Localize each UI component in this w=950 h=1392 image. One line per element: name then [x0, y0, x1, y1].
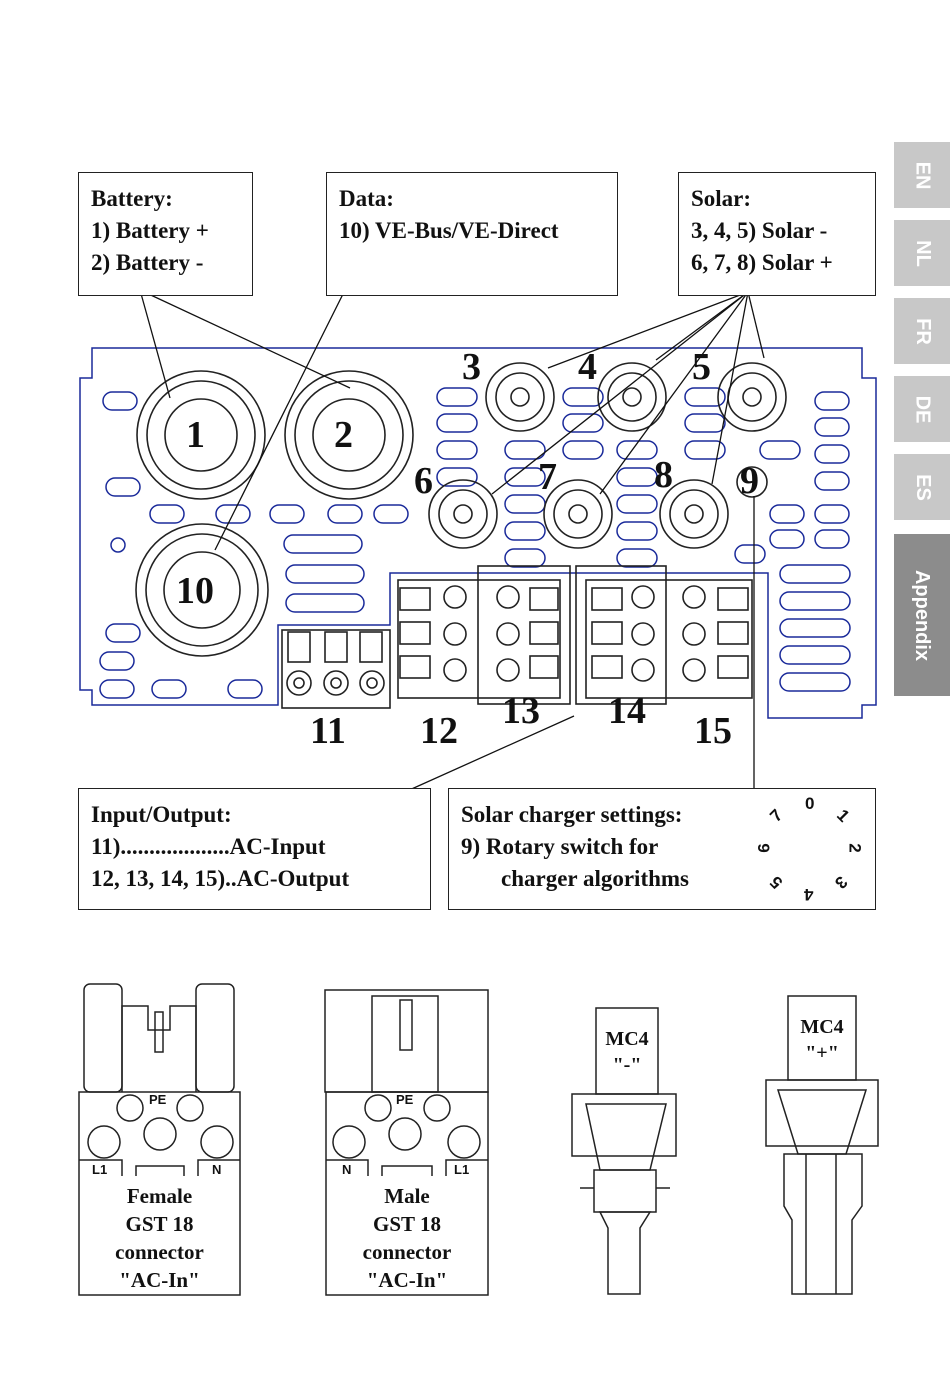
terminal-number-15: 15 — [694, 710, 732, 752]
charger-line-1: 9) Rotary switch for — [461, 834, 659, 859]
male-n-label: N — [342, 1162, 352, 1177]
terminal-number-5: 5 — [692, 346, 711, 388]
terminal-number-9: 9 — [740, 460, 759, 502]
data-label-box: Data: 10) VE-Bus/VE-Direct — [326, 172, 618, 296]
tab-fr[interactable]: FR — [894, 298, 950, 364]
battery-line-2: 2) Battery - — [91, 250, 204, 275]
battery-line-1: 1) Battery + — [91, 218, 209, 243]
battery-title: Battery: — [91, 186, 173, 211]
io-line-1: 11)...................AC-Input — [91, 834, 326, 859]
tab-de[interactable]: DE — [894, 376, 950, 442]
io-line-2: 12, 13, 14, 15)..AC-Output — [91, 866, 350, 891]
terminal-number-8: 8 — [654, 454, 673, 496]
dial-label-6: 6 — [754, 843, 774, 853]
io-title: Input/Output: — [91, 802, 232, 827]
solar-line-1: 3, 4, 5) Solar - — [691, 218, 828, 243]
terminal-number-3: 3 — [462, 346, 481, 388]
dial-label-2: 2 — [845, 843, 865, 853]
solar-label-box: Solar: 3, 4, 5) Solar - 6, 7, 8) Solar + — [678, 172, 876, 296]
terminal-number-2: 2 — [334, 414, 353, 456]
terminal-number-10: 10 — [176, 570, 214, 612]
battery-label-box: Battery: 1) Battery + 2) Battery - — [78, 172, 253, 296]
solar-line-2: 6, 7, 8) Solar + — [691, 250, 833, 275]
terminal-number-14: 14 — [608, 690, 646, 732]
female-n-label: N — [212, 1162, 222, 1177]
data-line-1: 10) VE-Bus/VE-Direct — [339, 218, 559, 243]
data-title: Data: — [339, 186, 394, 211]
charger-label-box: Solar charger settings: 9) Rotary switch… — [448, 788, 876, 910]
female-pe-label: PE — [149, 1092, 167, 1107]
charger-title: Solar charger settings: — [461, 802, 683, 827]
terminal-number-4: 4 — [578, 346, 597, 388]
io-label-box: Input/Output: 11)...................AC-I… — [78, 788, 431, 910]
terminal-number-1: 1 — [186, 414, 205, 456]
tab-nl[interactable]: NL — [894, 220, 950, 286]
terminal-number-6: 6 — [414, 460, 433, 502]
terminal-number-7: 7 — [538, 456, 557, 498]
terminal-number-13: 13 — [502, 690, 540, 732]
terminal-number-11: 11 — [310, 710, 346, 752]
tab-es[interactable]: ES — [894, 454, 950, 520]
charger-line-2: charger algorithms — [501, 866, 690, 891]
male-pe-label: PE — [396, 1092, 414, 1107]
solar-title: Solar: — [691, 186, 752, 211]
dial-label-0: 0 — [805, 794, 815, 813]
female-connector-caption: Female GST 18 connector "AC-In" — [115, 1184, 204, 1292]
male-l1-label: L1 — [454, 1162, 470, 1177]
tab-en[interactable]: EN — [894, 142, 950, 208]
mc4-plus-label: MC4 "+" — [800, 1016, 844, 1064]
terminal-number-12: 12 — [420, 710, 458, 752]
male-connector-caption: Male GST 18 connector "AC-In" — [362, 1184, 452, 1292]
female-l1-label: L1 — [92, 1162, 108, 1177]
dial-label-4: 4 — [804, 885, 814, 904]
mc4-minus-label: MC4 "-" — [605, 1028, 649, 1076]
tab-appendix[interactable]: Appendix — [894, 534, 950, 696]
